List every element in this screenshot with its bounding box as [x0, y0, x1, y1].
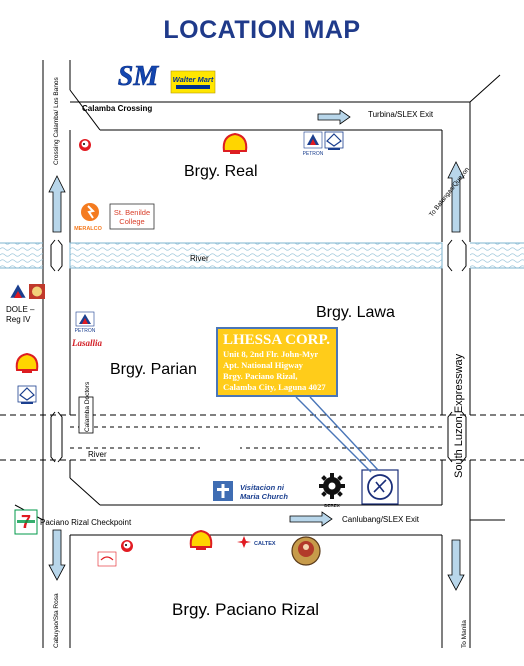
seal-icon [29, 284, 45, 299]
jollibee-icon [79, 139, 91, 151]
callout-pointer [295, 396, 379, 473]
pharmacy-icon: Lasallia [71, 336, 103, 350]
svg-text:Lasallia: Lasallia [71, 338, 103, 348]
address-line-3: Brgy. Paciano Rizal, [223, 371, 298, 381]
label-to-manila: To Manila [461, 620, 468, 648]
derex-icon: DEREX [319, 473, 345, 508]
label-brgy-lawa: Brgy. Lawa [316, 304, 395, 321]
meralco-icon: MERALCO [74, 203, 103, 232]
label-visitacion-church: Visitacion ni Maria Church [240, 483, 288, 501]
bridges [50, 239, 467, 463]
arrow-canlubang [289, 511, 333, 527]
shell-icon [189, 529, 213, 550]
label-river-top: River [190, 254, 209, 263]
label-cabuyao: Cabuyao/Sta Rosa [53, 593, 60, 648]
label-crossing-los-banos: Crossing Calamba/ Los Banos [53, 77, 60, 165]
sm-logo: SM [117, 58, 160, 92]
jollibee-icon [121, 540, 133, 552]
arrow-turbina [317, 109, 351, 125]
seven-eleven-icon: 7 [14, 509, 38, 535]
calamba-doctors-box [78, 396, 94, 434]
bank-icon [17, 385, 37, 404]
label-calamba-crossing: Calamba Crossing [82, 104, 153, 113]
label-st-benilde: St. Benilde College [113, 208, 151, 226]
company-name: LHESSA CORP. [223, 332, 330, 348]
dole-icon [9, 283, 27, 299]
river-top [0, 242, 524, 269]
svg-text:DEREX: DEREX [324, 503, 340, 508]
arrow-south-right [447, 539, 465, 591]
emblem-icon [291, 536, 321, 566]
svg-text:PETRON: PETRON [303, 151, 324, 157]
svg-text:PETRON: PETRON [75, 328, 96, 334]
arrow-north-right [447, 161, 465, 233]
label-brgy-paciano-rizal: Brgy. Paciano Rizal [172, 600, 320, 619]
bank-icon [324, 131, 344, 150]
svg-text:Walter Mart: Walter Mart [173, 75, 214, 84]
label-turbina-exit: Turbina/SLEX Exit [368, 110, 434, 119]
svg-text:MERALCO: MERALCO [74, 226, 103, 232]
arrow-south-left [48, 529, 66, 581]
map-title: LOCATION MAP [163, 16, 361, 44]
label-brgy-real: Brgy. Real [184, 163, 258, 180]
label-river-bottom: River [88, 450, 107, 459]
label-south-luzon-expressway: South Luzon Expressway [453, 353, 465, 478]
petron-icon: PETRON [75, 311, 96, 334]
restaurant-icon [97, 551, 117, 567]
address-line-1: Unit 8, 2nd Flr. John-Myr [223, 349, 319, 359]
arrow-north-left [48, 175, 66, 233]
label-canlubang-exit: Canlubang/SLEX Exit [342, 515, 419, 524]
shell-icon [222, 132, 248, 154]
road-network [14, 60, 505, 648]
waltermart-logo: Walter Mart [170, 70, 216, 94]
caltex-icon: CALTEX [237, 536, 276, 548]
label-calamba-doctors: Calamba Doctors [84, 381, 91, 432]
cross-icon [213, 481, 233, 501]
address-line-4: Calamba City, Laguna 4027 [223, 382, 326, 392]
river-bottom [0, 414, 524, 461]
company-callout: LHESSA CORP. Unit 8, 2nd Flr. John-Myr A… [216, 327, 338, 397]
address-line-2: Apt. National Higway [223, 360, 303, 370]
svg-text:SM: SM [118, 61, 160, 92]
label-brgy-parian: Brgy. Parian [110, 361, 197, 378]
label-dole: DOLE – Reg IV [6, 305, 35, 324]
lhessa-logo-icon [361, 469, 399, 505]
svg-text:CALTEX: CALTEX [254, 541, 276, 547]
shell-icon [15, 352, 39, 373]
st-benilde-box [109, 203, 155, 230]
petron-icon: PETRON [303, 131, 324, 157]
label-paciano-checkpoint: Paciano Rizal Checkpoint [40, 518, 132, 527]
direction-arrows [48, 109, 465, 591]
